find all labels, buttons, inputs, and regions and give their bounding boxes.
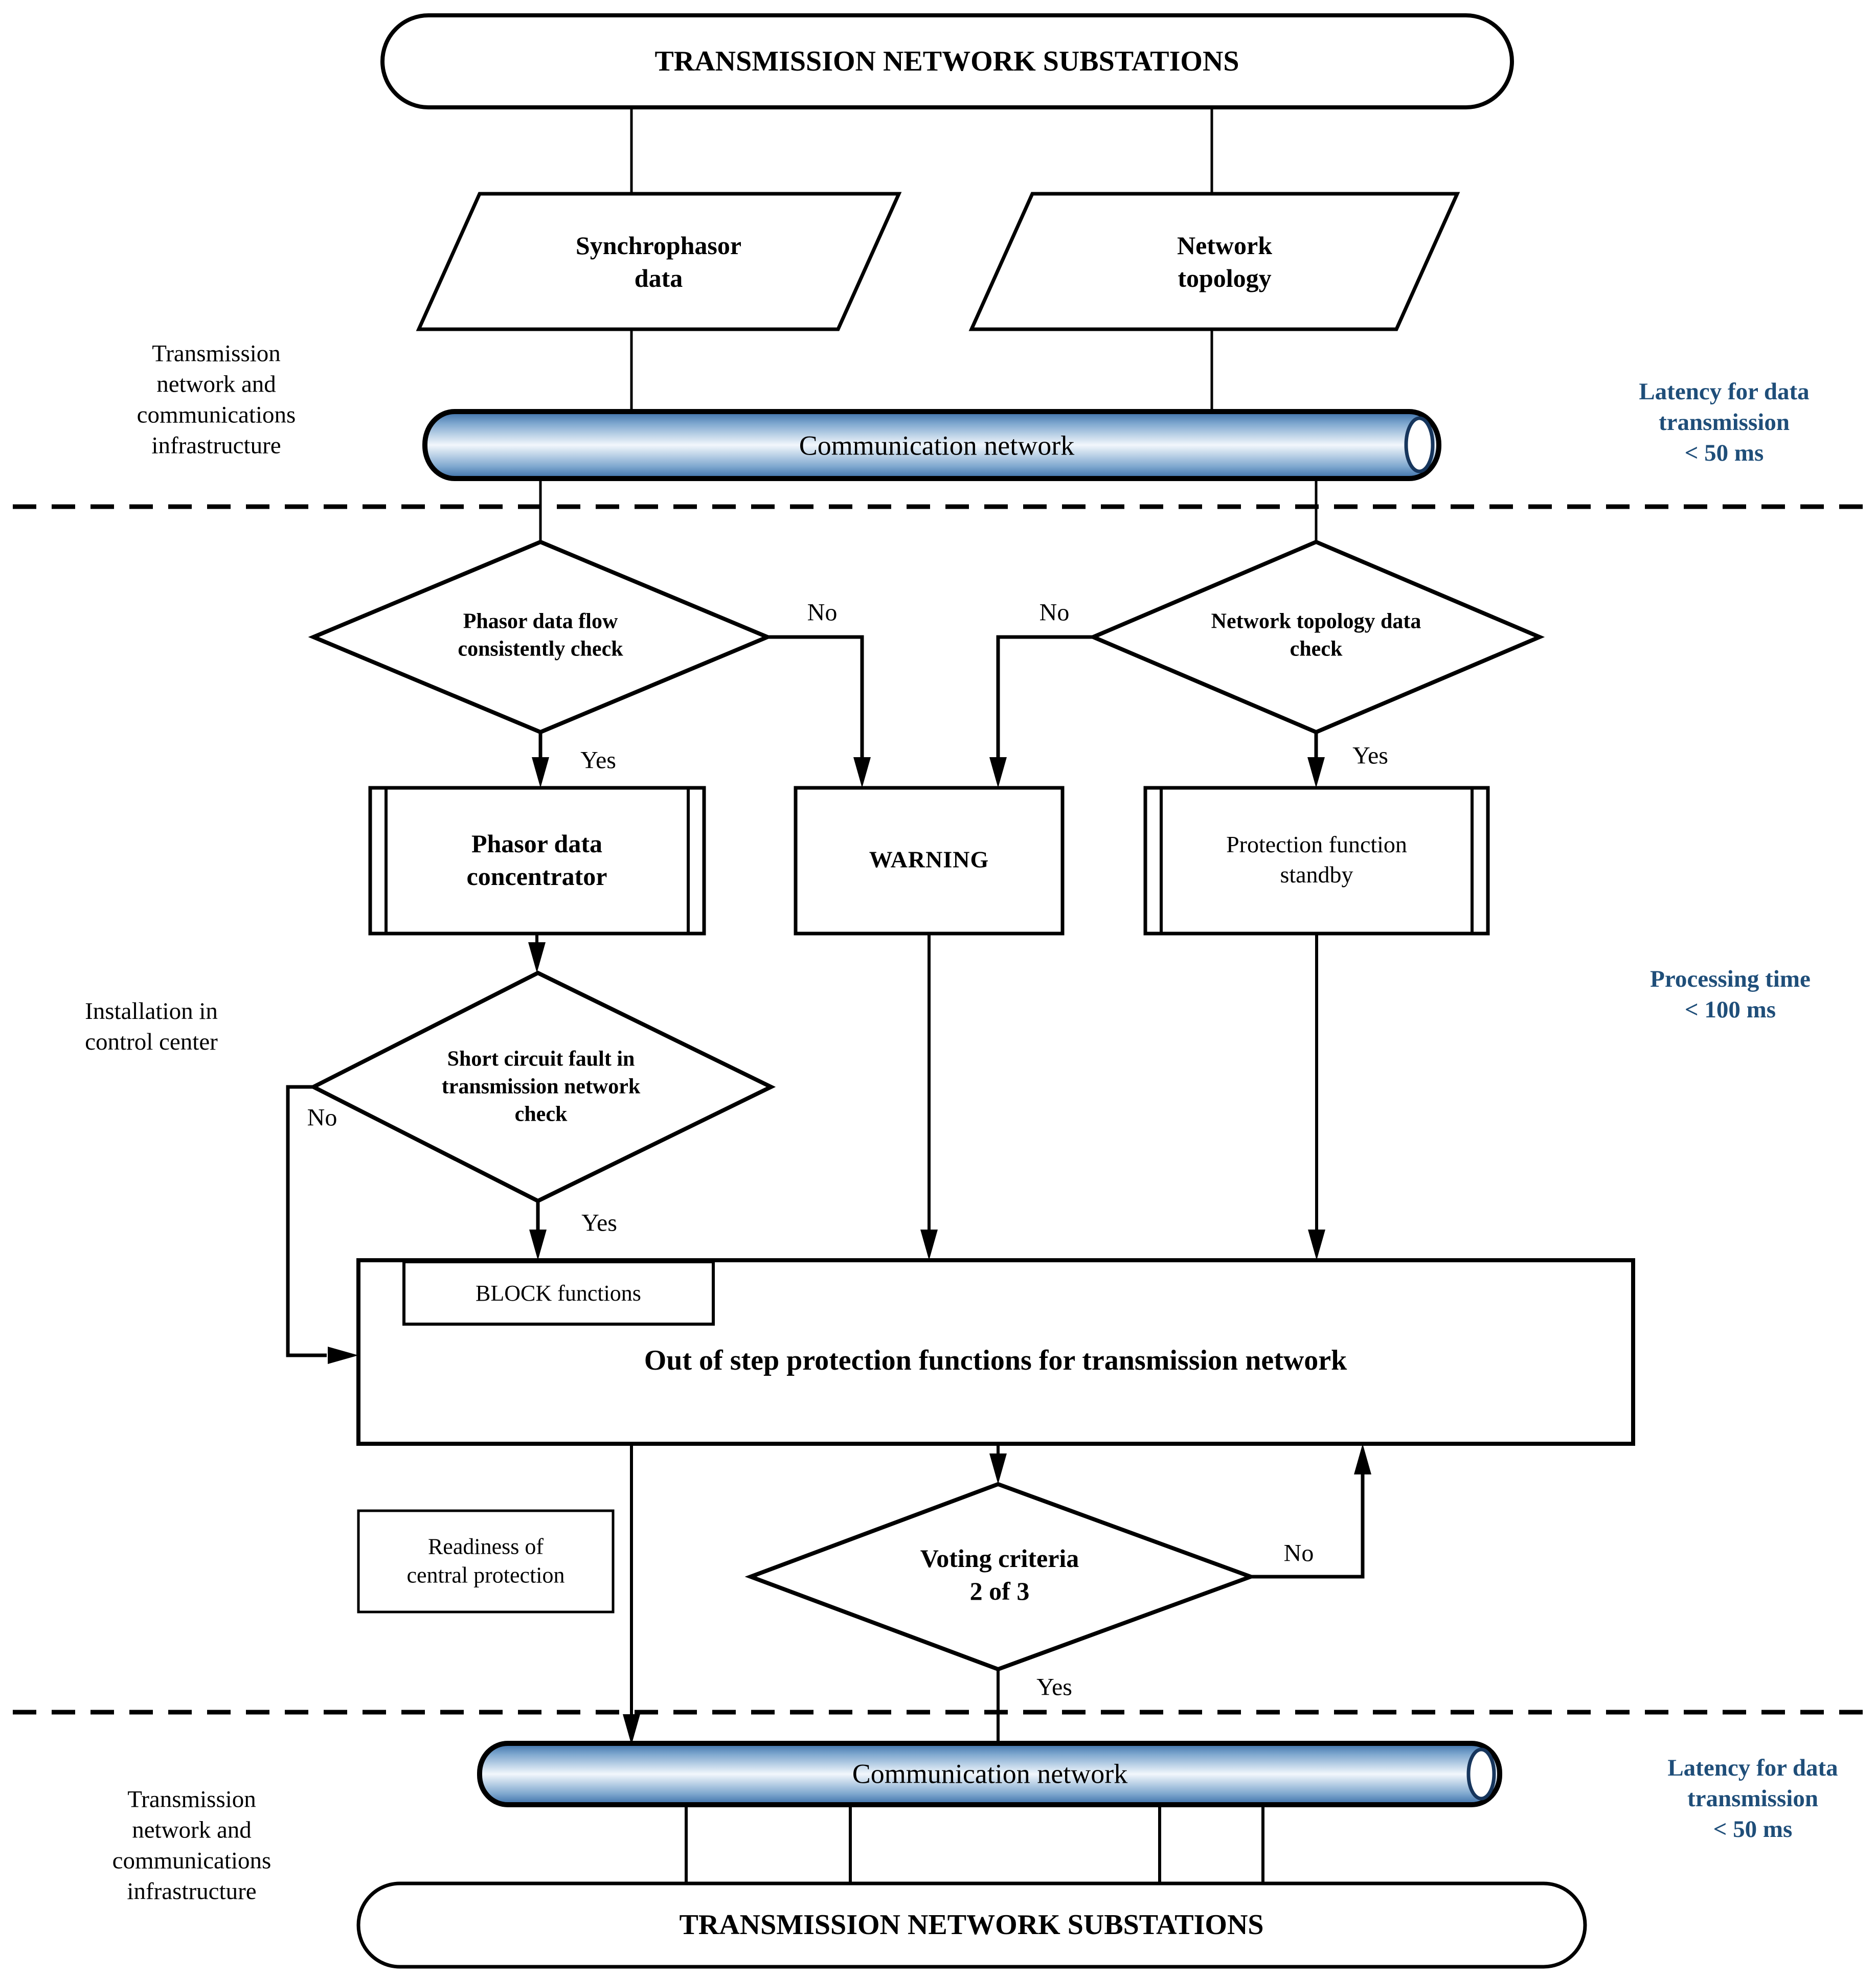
parallelogram-topology-shape [968, 192, 1460, 331]
annotation-left-middle: Installation in control center [85, 997, 218, 1055]
edge-topology-no [996, 635, 1093, 757]
diamond-phasor-check-label: Phasor data flow consistently check [458, 609, 623, 661]
terminator-bottom-label: TRANSMISSION NETWORK SUBSTATIONS [679, 1909, 1264, 1941]
arrowhead-standby-to-oos [1308, 1230, 1325, 1260]
pipe-bottom-label: Communication network [852, 1758, 1128, 1789]
process-block-shape [402, 1260, 715, 1326]
arrowhead-warning-to-oos [920, 1230, 938, 1260]
edge-voting-no [1251, 1474, 1365, 1579]
terminator-top-label: TRANSMISSION NETWORK SUBSTATIONS [654, 46, 1239, 78]
annotation-right-bottom: Latency for data transmission < 50 ms [1667, 1754, 1838, 1843]
arrowhead-topology-yes [1307, 757, 1325, 788]
process-oos-label: Out of step protection functions for tra… [644, 1345, 1347, 1377]
arrowhead-phasor-yes [532, 757, 549, 788]
parallelogram-synchrophasor-shape [416, 192, 902, 331]
terminator-top-shape [380, 13, 1514, 109]
process-block-label: BLOCK functions [476, 1280, 641, 1306]
pipe-top-shape [422, 409, 1441, 481]
arrowhead-topology-no [989, 757, 1007, 788]
topology-no-label: No [1039, 599, 1070, 626]
process-warning-shape [794, 786, 1065, 936]
arrowhead-oos-to-voting [989, 1453, 1007, 1484]
pipe-bottom-end-ellipse [1466, 1747, 1496, 1801]
arrowhead-shortcircuit-no [328, 1347, 358, 1364]
diamond-voting-label: Voting criteria 2 of 3 [920, 1544, 1079, 1605]
arrowhead-pdc-to-shortcircuit [528, 942, 546, 973]
annotation-left-top: Transmission network and communications … [137, 340, 296, 460]
voting-no-label: No [1283, 1539, 1314, 1567]
process-pdc-shape [368, 786, 706, 936]
phasor-no-label: No [807, 599, 838, 626]
synchrophasor-data-label: Synchrophasor data [575, 231, 742, 292]
network-topology-label: Network topology [1177, 231, 1273, 292]
process-standby-label: Protection function standby [1226, 831, 1407, 888]
edge-phasor-no [767, 635, 864, 757]
diamond-shortcircuit-label: Short circuit fault in transmission netw… [441, 1047, 641, 1126]
topology-yes-label: Yes [1352, 742, 1388, 769]
arrowhead-phasor-no [853, 757, 871, 788]
arrowhead-shortcircuit-yes [529, 1230, 547, 1260]
pipe-top-end-ellipse [1404, 416, 1435, 473]
arrowhead-voting-no [1354, 1444, 1371, 1474]
pipe-top-label: Communication network [799, 430, 1075, 461]
annotation-right-top: Latency for data transmission < 50 ms [1639, 378, 1810, 467]
process-standby-shape [1143, 786, 1490, 936]
readiness-label: Readiness of central protection [406, 1534, 565, 1588]
terminator-bottom-shape [356, 1881, 1587, 1969]
shortcircuit-no-label: No [307, 1104, 337, 1131]
edge-shortcircuit-no [286, 1085, 327, 1357]
annotation-right-middle: Processing time < 100 ms [1650, 965, 1811, 1023]
diamond-topology-check-label: Network topology data check [1211, 609, 1421, 661]
shortcircuit-yes-label: Yes [581, 1209, 617, 1237]
arrowhead-oos-to-pipe-bottom [623, 1714, 640, 1745]
voting-yes-label: Yes [1036, 1673, 1072, 1701]
pipe-bottom-shape [477, 1741, 1502, 1807]
process-pdc-label: Phasor data concentrator [466, 829, 607, 891]
process-warning-label: WARNING [869, 846, 989, 873]
annotation-left-bottom: Transmission network and communications … [112, 1786, 272, 1905]
phasor-yes-label: Yes [580, 746, 616, 774]
readiness-box-shape [357, 1509, 615, 1614]
